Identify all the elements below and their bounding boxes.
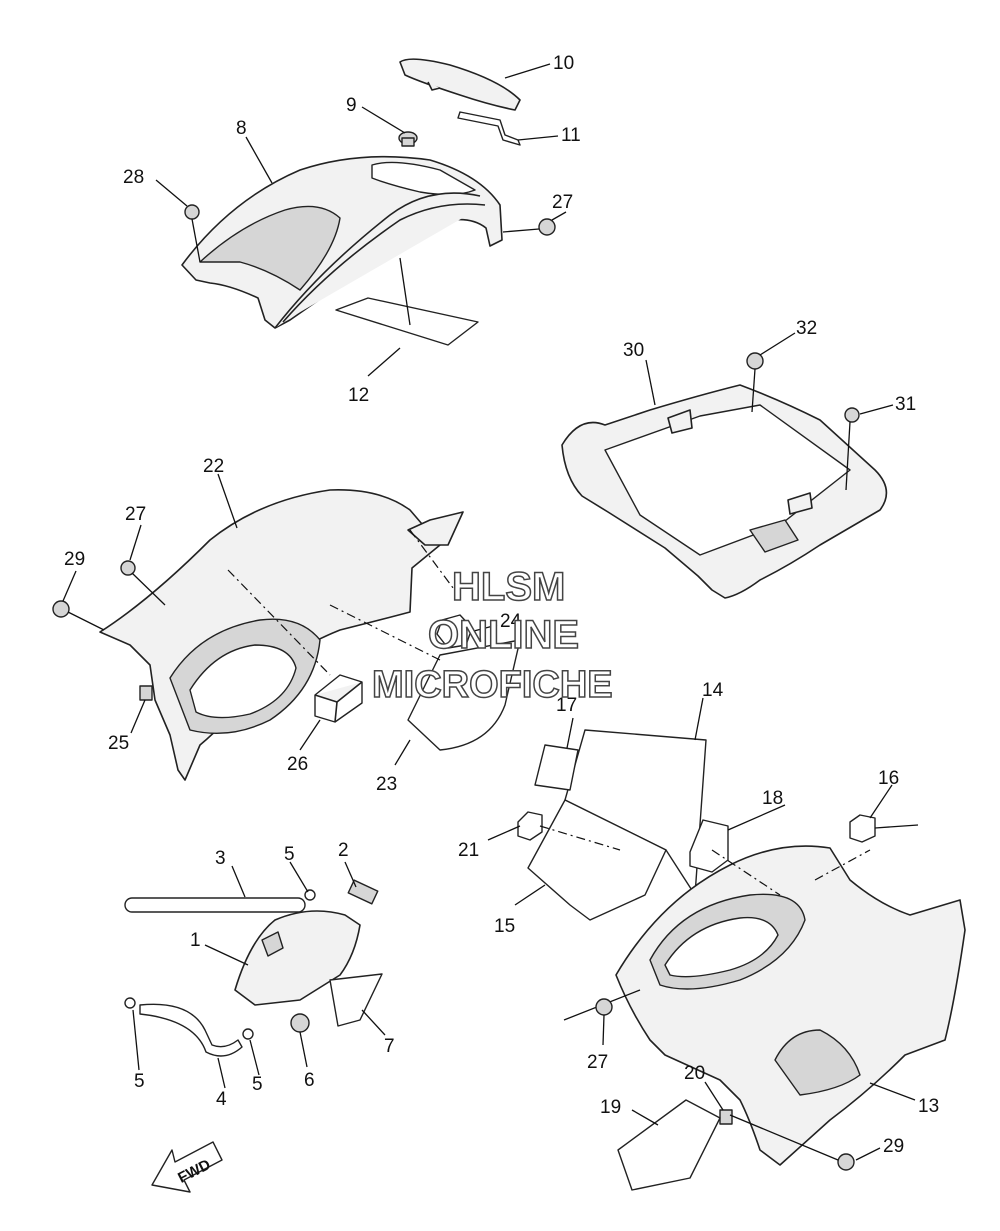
callout-labels: 10 11 9 8 28 27 12 30 32 31 22 27 29 25 …: [64, 53, 939, 1157]
part-23-sheet: [407, 639, 521, 751]
part-9-grommet: [398, 131, 418, 147]
part-19-sheet: [617, 1099, 721, 1191]
callout-27a: 27: [552, 192, 573, 213]
callout-26: 26: [287, 754, 308, 775]
part-15-sheet: [527, 799, 667, 921]
part-22-left-cover: [99, 489, 464, 781]
part-30-tray: [561, 384, 888, 599]
part-6-bolt: [290, 1013, 310, 1033]
callout-4: 4: [216, 1089, 227, 1110]
part-10-cover: [399, 58, 521, 111]
part-29-bolt-right: [729, 1114, 855, 1171]
part-21-block: [517, 811, 543, 841]
part-1-tank: [234, 910, 361, 1006]
part-20-nut: [719, 1109, 733, 1125]
callout-32: 32: [796, 318, 817, 339]
part-3-rod: [124, 897, 306, 913]
callout-20: 20: [684, 1063, 705, 1084]
callout-31: 31: [895, 394, 916, 415]
callout-5b: 5: [134, 1071, 145, 1092]
callout-13: 13: [918, 1096, 939, 1117]
callout-3: 3: [215, 848, 226, 869]
part-28-screw: [184, 204, 201, 263]
part-27-screw-right: [595, 998, 613, 1016]
watermark-line-2: ONLINE: [428, 613, 579, 657]
callout-8: 8: [236, 118, 247, 139]
part-4-hose: [139, 1003, 243, 1057]
callout-1: 1: [190, 930, 201, 951]
callout-5a: 5: [284, 844, 295, 865]
watermark: HLSM ONLINE MICROFICHE: [371, 564, 613, 707]
callout-12: 12: [348, 385, 369, 406]
callout-28: 28: [123, 167, 144, 188]
forward-arrow-icon: FWD: [151, 1141, 223, 1193]
part-27-screw-left: [120, 560, 166, 606]
callout-17: 17: [556, 695, 577, 716]
callout-5c: 5: [252, 1074, 263, 1095]
part-29-bolt-left: [52, 600, 105, 631]
part-7-pad: [329, 973, 383, 1027]
callout-21: 21: [458, 840, 479, 861]
callout-leaders: [62, 63, 916, 1161]
callout-14: 14: [702, 680, 724, 701]
part-16-block: [849, 814, 876, 843]
callout-23: 23: [376, 774, 397, 795]
part-32-clip: [746, 352, 764, 413]
part-11-bracket: [457, 111, 521, 146]
callout-24: 24: [500, 611, 522, 632]
watermark-line-3: MICROFICHE: [372, 664, 613, 706]
callout-27b: 27: [125, 504, 146, 525]
callout-11: 11: [561, 125, 581, 146]
part-8-rear-fender: [181, 155, 503, 329]
part-12-pad: [335, 297, 479, 346]
callout-29a: 29: [64, 549, 85, 570]
callout-18: 18: [762, 788, 783, 809]
part-17-pad: [534, 744, 579, 791]
part-5-clips: [124, 889, 316, 1040]
callout-15: 15: [494, 916, 515, 937]
part-27-screw-top: [502, 218, 556, 236]
callout-7: 7: [384, 1036, 395, 1057]
callout-29b: 29: [883, 1136, 904, 1157]
callout-10: 10: [553, 53, 574, 74]
part-31-screw: [844, 407, 860, 491]
callout-9: 9: [346, 95, 357, 116]
part-13-right-cover: [615, 845, 966, 1166]
part-18-damper: [689, 819, 729, 873]
callout-30: 30: [623, 340, 644, 361]
callout-16: 16: [878, 768, 899, 789]
callout-6: 6: [304, 1070, 315, 1091]
watermark-line-1: HLSM: [452, 565, 565, 609]
part-2-cap: [347, 879, 379, 905]
callout-25: 25: [108, 733, 129, 754]
part-25-nut: [139, 685, 153, 701]
callout-2: 2: [338, 840, 349, 861]
callout-19: 19: [600, 1097, 621, 1118]
part-26-damper: [314, 674, 363, 723]
callout-22: 22: [203, 456, 224, 477]
part-24-grommet: [436, 614, 473, 649]
callout-27c: 27: [587, 1052, 608, 1073]
